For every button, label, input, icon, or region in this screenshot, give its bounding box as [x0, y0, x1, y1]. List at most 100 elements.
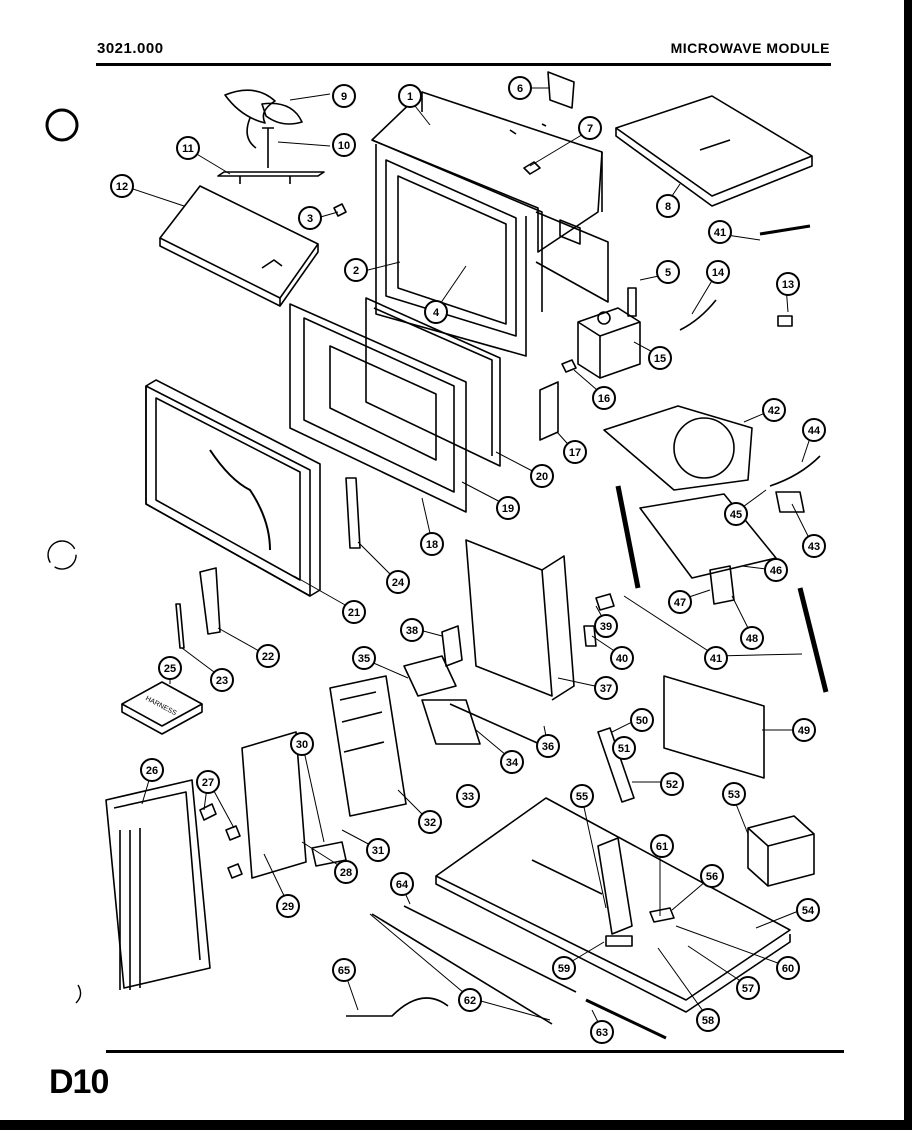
- callout-number: 17: [569, 447, 581, 459]
- callout-number: 60: [782, 963, 794, 975]
- callout-55: 55: [570, 784, 594, 808]
- callout-59: 59: [552, 956, 576, 980]
- callout-number: 33: [462, 791, 474, 803]
- callout-number: 20: [536, 471, 548, 483]
- part-42-fan-housing: [603, 405, 753, 491]
- part-56-switch: [649, 907, 675, 923]
- part-55-duct: [597, 837, 633, 935]
- callout-number: 23: [216, 675, 228, 687]
- callout-number: 52: [666, 779, 678, 791]
- callout-3: 3: [298, 206, 322, 230]
- callout-number: 7: [587, 123, 593, 135]
- callout-number: 15: [654, 353, 666, 365]
- callout-number: 40: [616, 653, 628, 665]
- callout-44: 44: [802, 418, 826, 442]
- callout-number: 51: [618, 743, 630, 755]
- callout-15: 15: [648, 346, 672, 370]
- part-43-fan-motor: [769, 455, 821, 513]
- callout-31: 31: [366, 838, 390, 862]
- part-1-oven-cavity: [371, 91, 609, 357]
- part-22-latch: [199, 567, 221, 635]
- part-13-fuse: [777, 315, 793, 327]
- callout-51: 51: [612, 736, 636, 760]
- callout-43: 43: [802, 534, 826, 558]
- callout-number: 16: [598, 393, 610, 405]
- callout-number: 53: [728, 789, 740, 801]
- callout-49: 49: [792, 718, 816, 742]
- callout-number: 59: [558, 963, 570, 975]
- callout-number: 48: [746, 633, 758, 645]
- scan-border-right: [904, 0, 912, 1130]
- part-21-door-panel: [145, 379, 321, 597]
- callout-number: 25: [164, 663, 176, 675]
- part-7-bracket: [523, 161, 541, 175]
- callout-number: 12: [116, 181, 128, 193]
- callout-60: 60: [776, 956, 800, 980]
- callout-number: 26: [146, 765, 158, 777]
- callout-number: 41: [714, 227, 726, 239]
- callout-54: 54: [796, 898, 820, 922]
- callout-number: 43: [808, 541, 820, 553]
- part-65-cord: [346, 997, 449, 1017]
- callout-number: 44: [808, 425, 821, 437]
- callout-number: 2: [353, 265, 359, 277]
- callout-61: 61: [650, 834, 674, 858]
- callout-9: 9: [332, 84, 356, 108]
- callout-39: 39: [594, 614, 618, 638]
- part-5-terminal: [627, 287, 637, 317]
- callout-57: 57: [736, 976, 760, 1000]
- callout-number: 41: [710, 653, 722, 665]
- callout-47: 47: [668, 590, 692, 614]
- callout-1: 1: [398, 84, 422, 108]
- part-26-control-grille: [105, 779, 211, 990]
- callout-64: 64: [390, 872, 414, 896]
- part-12-bottom-tray: [159, 185, 319, 307]
- harness-tag-label: HARNESS: [144, 695, 177, 717]
- callout-21: 21: [342, 600, 366, 624]
- callout-29: 29: [276, 894, 300, 918]
- part-39-switch: [595, 593, 615, 611]
- part-3-clip: [333, 203, 347, 217]
- callout-28: 28: [334, 860, 358, 884]
- part-53-transformer: [747, 815, 815, 887]
- part-40-switch: [583, 625, 597, 647]
- callout-50: 50: [630, 708, 654, 732]
- part-64-rod: [403, 905, 577, 993]
- binder-hole-bottom-mark: [75, 984, 82, 1004]
- callout-number: 21: [348, 607, 360, 619]
- part-36-rod: [449, 703, 545, 747]
- part-47-capacitor: [709, 565, 735, 605]
- part-15-magnetron: [577, 307, 641, 379]
- callout-25: 25: [158, 656, 182, 680]
- callout-number: 64: [396, 879, 409, 891]
- part-6-shield: [547, 71, 575, 109]
- callout-63: 63: [590, 1020, 614, 1044]
- callout-number: 28: [340, 867, 352, 879]
- callout-number: 3: [307, 213, 313, 225]
- part-28-panel: [241, 731, 307, 879]
- callout-number: 4: [433, 307, 440, 319]
- callout-48: 48: [740, 626, 764, 650]
- callout-number: 35: [358, 653, 370, 665]
- callout-number: 30: [296, 739, 308, 751]
- callout-number: 19: [502, 503, 514, 515]
- callout-30: 30: [290, 732, 314, 756]
- callout-number: 37: [600, 683, 612, 695]
- callout-16: 16: [592, 386, 616, 410]
- part-32-control-board: [329, 675, 407, 817]
- part-10-11-bracket: [217, 127, 325, 184]
- callout-number: 36: [542, 741, 554, 753]
- callout-17: 17: [563, 440, 587, 464]
- callout-33: 33: [456, 784, 480, 808]
- callout-38: 38: [400, 618, 424, 642]
- callout-27: 27: [196, 770, 220, 794]
- part-17-switch-bracket: [539, 381, 559, 441]
- callout-number: 62: [464, 995, 476, 1007]
- part-38-switch: [441, 625, 463, 667]
- callout-18: 18: [420, 532, 444, 556]
- callout-40: 40: [610, 646, 634, 670]
- callout-number: 45: [730, 509, 742, 521]
- callout-number: 22: [262, 651, 274, 663]
- callout-53: 53: [722, 782, 746, 806]
- callout-36: 36: [536, 734, 560, 758]
